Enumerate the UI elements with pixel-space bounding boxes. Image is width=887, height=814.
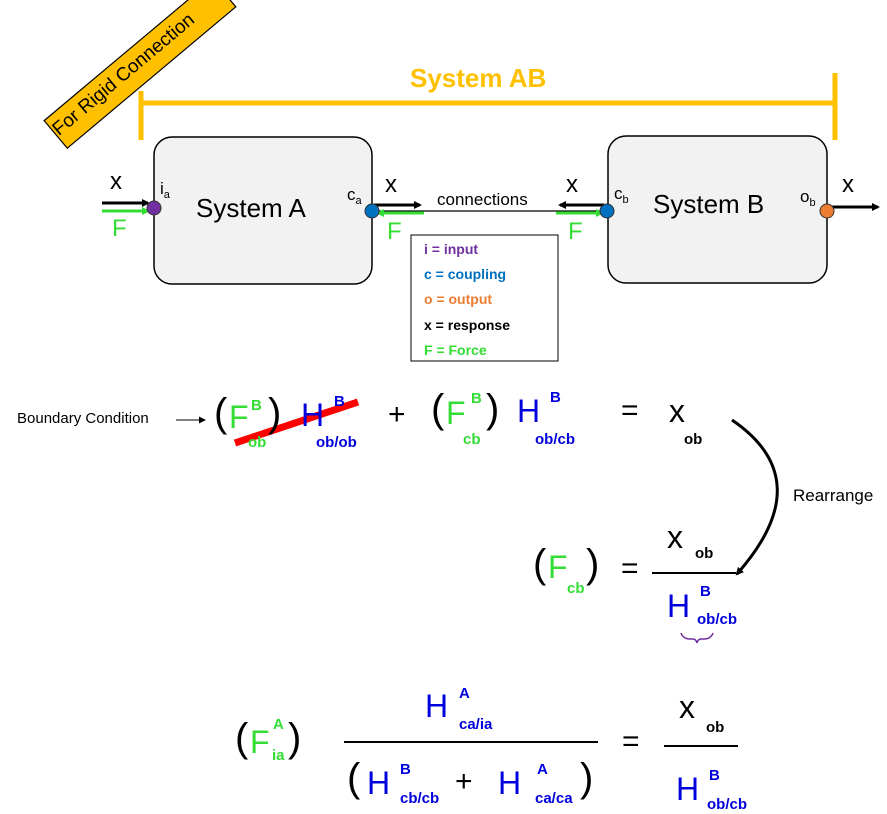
eq1-force-1-sub: ob: [248, 434, 267, 451]
legend-item: c = coupling: [424, 266, 507, 282]
eq3-num-h: H: [425, 688, 449, 724]
eq1-force-1-sup: B: [251, 397, 262, 414]
coupling-node-cb: [599, 203, 615, 219]
eq2-num-sub: ob: [695, 545, 714, 562]
eq3-den2-h: H: [498, 765, 522, 801]
eq1-rhs-sub: ob: [684, 431, 703, 448]
eq1-h-1-sup: B: [334, 393, 345, 410]
eq3-num-sub: ca/ia: [459, 716, 493, 733]
eq3-den1-h: H: [367, 765, 391, 801]
coupling-a-label: ca: [347, 185, 362, 207]
input-f-label: F: [112, 215, 127, 242]
eq3-rhs-den-sup: B: [709, 767, 720, 784]
connections-label: connections: [437, 190, 528, 209]
legend-item: o = output: [424, 291, 493, 307]
eq1-h-2-sup: B: [550, 389, 561, 406]
boundary-condition-label: Boundary Condition: [17, 410, 149, 427]
coupling-node-ca: [364, 203, 380, 219]
system-ab-bracket: [138, 73, 838, 140]
legend-item: x = response: [424, 317, 510, 333]
eq3-equals: =: [622, 725, 640, 758]
eq2-equals: =: [621, 552, 639, 585]
eq2-force-sub: cb: [567, 580, 585, 597]
eq3-paren-close: ): [288, 716, 302, 760]
eq2-den: H: [667, 588, 691, 624]
eq3-den-paren-close: ): [580, 756, 594, 800]
eq3-den-paren-open: (: [347, 756, 361, 800]
system-b-label: System B: [653, 189, 765, 219]
eq2-num: x: [667, 519, 683, 555]
eq1-h-1-sub: ob/ob: [316, 434, 357, 451]
eq1-paren-open-2: (: [431, 387, 445, 431]
eq3-den2-sub: ca/ca: [535, 790, 573, 807]
eq3-rhs-num: x: [679, 689, 695, 725]
eq3-rhs-den-sub: ob/cb: [707, 796, 747, 813]
eq1-h-2-sub: ob/cb: [535, 431, 575, 448]
strike-line: [233, 398, 360, 447]
eq1-force-2: F: [446, 395, 466, 431]
eq3-den2-sup: A: [537, 761, 548, 778]
eq2-force: F: [548, 549, 568, 585]
eq3-den1-sub: cb/cb: [400, 790, 440, 807]
output-b-label: ob: [800, 187, 816, 209]
eq3-rhs-den: H: [676, 771, 700, 807]
rearrange-label: Rearrange: [793, 486, 874, 505]
eq1-plus: +: [388, 398, 406, 431]
eq1-force-2-sup: B: [471, 390, 482, 407]
system-a-label: System A: [196, 193, 306, 223]
legend-box: [410, 234, 559, 362]
eq3-den1-sup: B: [400, 761, 411, 778]
input-x-label: x: [110, 168, 122, 195]
cb-x-label: x: [566, 171, 578, 198]
eq3-rhs-num-sub: ob: [706, 719, 725, 736]
input-node-ia: [146, 200, 162, 216]
eq3-den-plus: +: [455, 765, 473, 798]
ca-f-label: F: [387, 218, 402, 245]
system-ab-label: System AB: [410, 63, 547, 93]
eq1-force-2-sub: cb: [463, 431, 481, 448]
coupling-b-label: cb: [614, 184, 629, 206]
eq1-paren-open-1: (: [214, 391, 228, 435]
cb-f-label: F: [568, 218, 583, 245]
eq3-force-sub: ia: [272, 747, 285, 764]
brace-mark: [680, 632, 714, 644]
eq2-paren-close: ): [586, 542, 600, 586]
eq1-paren-close-1: ): [268, 391, 282, 435]
input-node-label: ia: [160, 179, 170, 201]
rearrange-arrow: [731, 418, 779, 576]
eq1-rhs: x: [669, 393, 685, 429]
rigid-connection-banner: [43, 0, 237, 150]
output-x-label: x: [842, 171, 854, 198]
ca-x-label: x: [385, 171, 397, 198]
legend-item: i = input: [424, 241, 479, 257]
eq3-num-sup: A: [459, 685, 470, 702]
eq2-paren-open: (: [533, 542, 547, 586]
eq1-equals: =: [621, 394, 639, 427]
legend-item: F = Force: [424, 342, 487, 358]
eq1-h-1: H: [301, 397, 325, 433]
eq1-h-2: H: [517, 393, 541, 429]
eq3-paren-open: (: [235, 716, 249, 760]
eq3-force: F: [250, 724, 270, 760]
eq1-force-1: F: [229, 399, 249, 435]
eq1-paren-close-2: ): [486, 387, 500, 431]
output-node-ob: [819, 203, 835, 219]
eq2-den-sup: B: [700, 583, 711, 600]
eq3-force-sup: A: [273, 716, 284, 733]
eq2-den-sub: ob/cb: [697, 611, 737, 628]
